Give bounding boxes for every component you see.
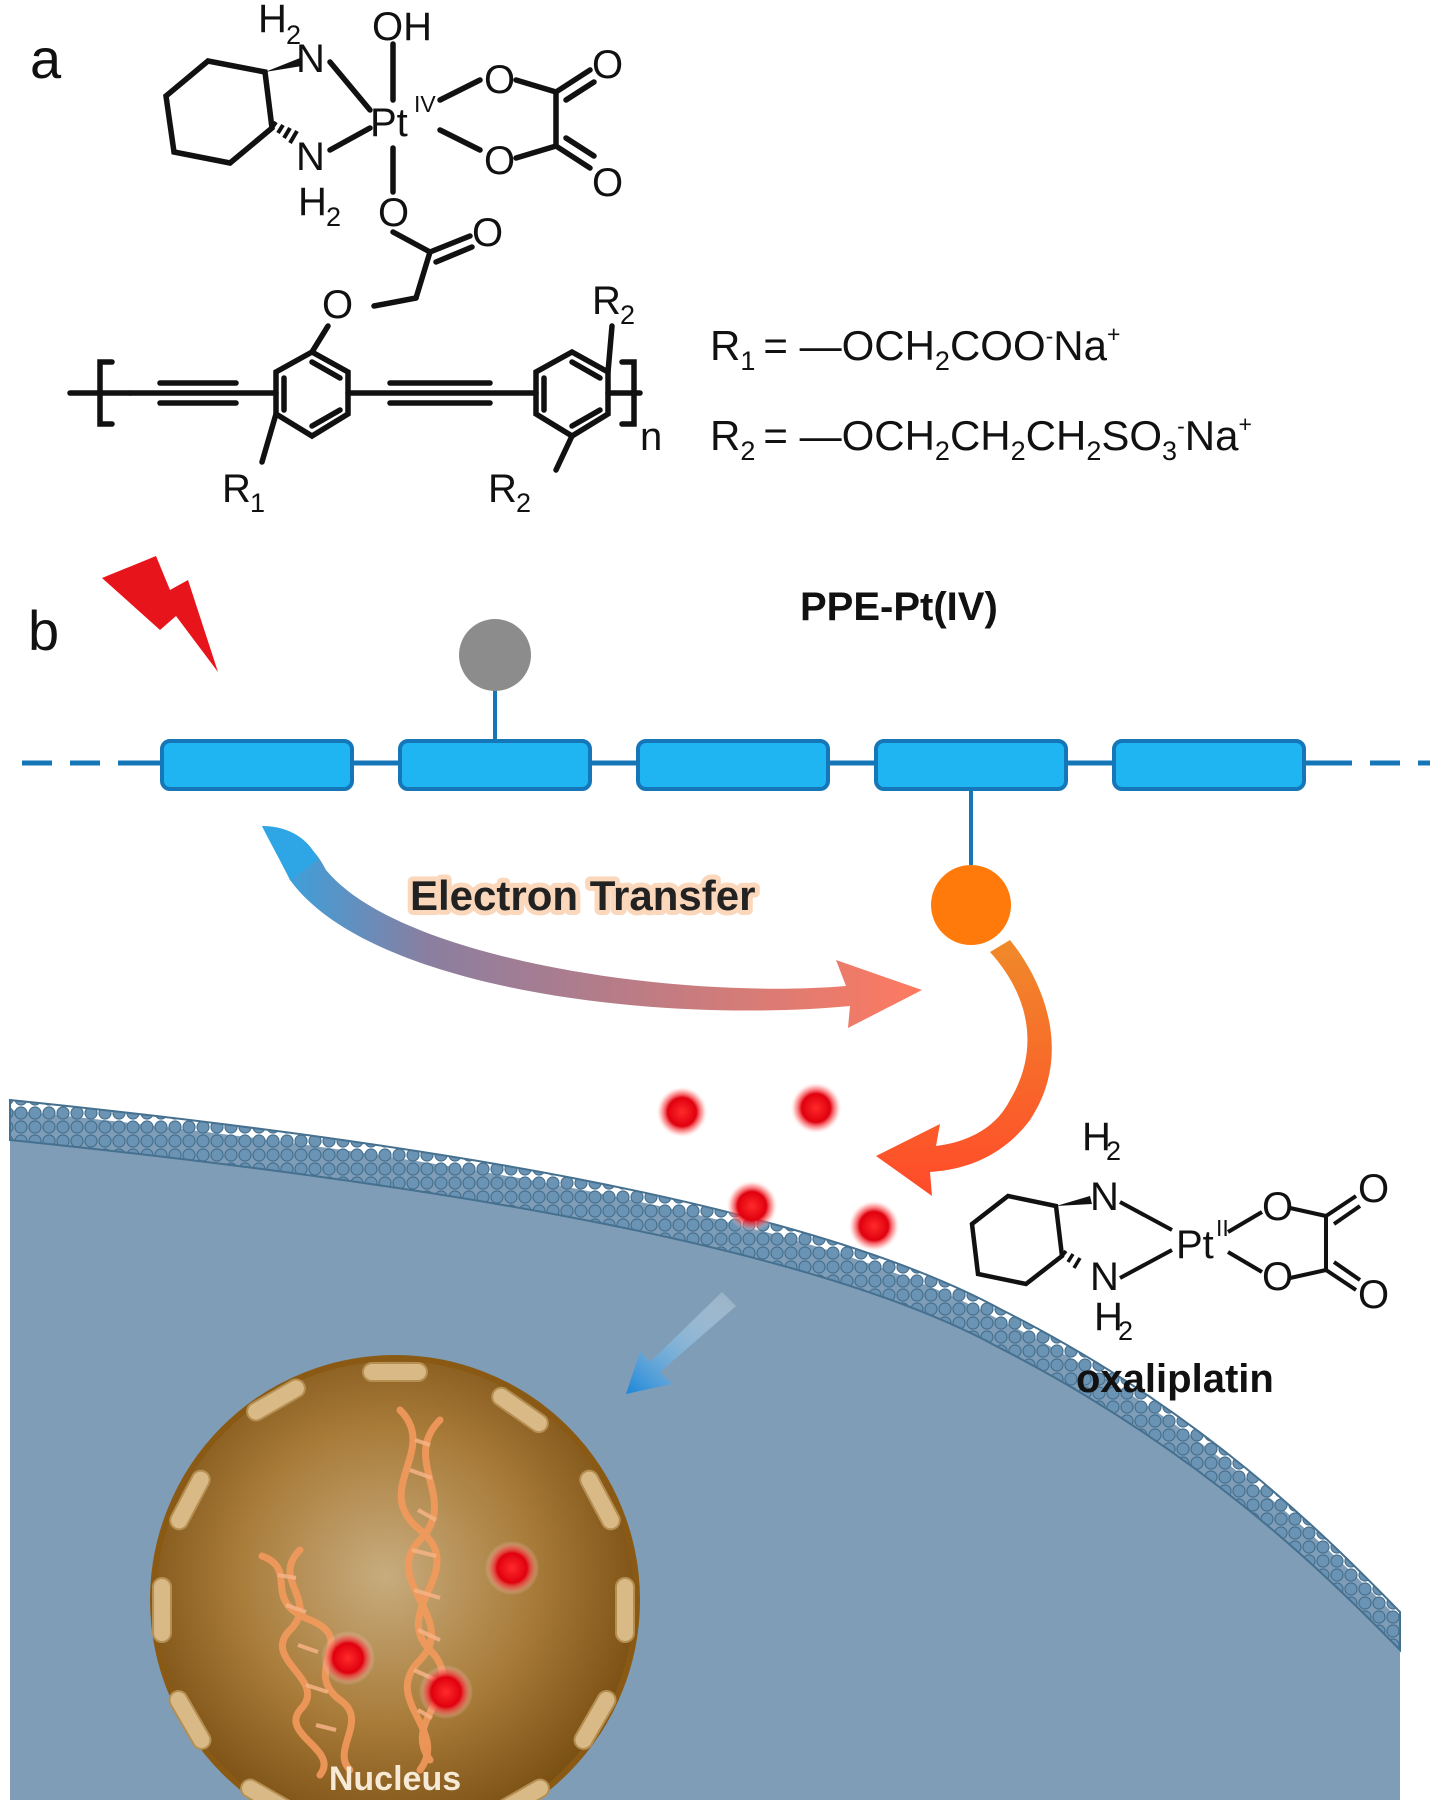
r2-index: 2 xyxy=(620,300,635,330)
atom-o: O xyxy=(484,58,515,102)
pt-oxidation: IV xyxy=(414,91,436,117)
oxaliplatin-structure: N H 2 N H 2 Pt II O O O O oxaliplatin xyxy=(969,1115,1389,1401)
substituent-r1: R xyxy=(222,467,251,511)
svg-text:Electron Transfer: Electron Transfer xyxy=(410,872,755,919)
nucleus-label: Nucleus xyxy=(329,1760,461,1798)
atom-n: N xyxy=(1090,1255,1119,1299)
drug-molecule xyxy=(485,1541,539,1595)
drug-molecule xyxy=(726,1180,778,1232)
polymer-unit xyxy=(636,739,830,791)
substituent-r2-lower: R xyxy=(488,467,517,511)
nucleus: Nucleus xyxy=(150,1355,640,1800)
atom-h-lower: H xyxy=(298,180,327,224)
polymer-chain xyxy=(22,619,1430,945)
atom-o: O xyxy=(1358,1167,1389,1211)
polymer-unit xyxy=(398,739,592,791)
polymer-label: PPE-Pt(IV) xyxy=(800,585,998,629)
atom-h-upper: H xyxy=(258,0,287,41)
atom-o: O xyxy=(1358,1273,1389,1317)
panel-label-a: a xyxy=(30,27,62,90)
sub-2: 2 xyxy=(286,20,301,50)
atom-h: H xyxy=(1082,1115,1111,1159)
drug-molecule xyxy=(656,1086,708,1138)
atom-o: O xyxy=(592,43,623,87)
ptiv-prodrug-structure: N H 2 N H 2 Pt IV OH O O O O O O O xyxy=(67,0,662,518)
polymer-unit xyxy=(874,739,1068,791)
atom-o: O xyxy=(472,211,503,255)
repeat-n: n xyxy=(640,415,662,459)
r-group-definitions: R1= —OCH2COO-Na+ R2= —OCH2CH2CH2SO3-Na+ xyxy=(710,321,1252,466)
r1-definition: R1= —OCH2COO-Na+ xyxy=(710,321,1120,376)
pendant-pt-iv xyxy=(931,865,1011,945)
sub-2: 2 xyxy=(1118,1316,1133,1346)
pendant-gray xyxy=(459,619,531,691)
atom-n-upper: N xyxy=(296,37,325,81)
atom-pt-ii: Pt xyxy=(1176,1223,1214,1267)
polymer-unit xyxy=(1112,739,1306,791)
atom-o: O xyxy=(322,283,353,327)
atom-h: H xyxy=(1094,1295,1123,1339)
atom-o: O xyxy=(1262,1255,1293,1299)
sub-2: 2 xyxy=(1106,1136,1121,1166)
oxaliplatin-label: oxaliplatin xyxy=(1076,1357,1274,1401)
uptake-arrow xyxy=(626,1292,736,1394)
atom-o: O xyxy=(592,161,623,205)
atom-o: O xyxy=(484,139,515,183)
electron-transfer-label: Electron Transfer xyxy=(410,872,755,919)
polymer-unit xyxy=(160,739,354,791)
sub-2: 2 xyxy=(326,202,341,232)
electron-transfer-label-group: Electron Transfer Electron Transfer xyxy=(405,867,760,924)
substituent-r2-upper: R xyxy=(592,279,621,323)
r2-index: 2 xyxy=(516,488,531,518)
drug-molecule xyxy=(419,1665,473,1719)
drug-molecule xyxy=(321,1631,375,1685)
electron-transfer-arrow xyxy=(262,826,922,1028)
panel-label-b: b xyxy=(28,599,59,662)
drug-molecule xyxy=(790,1082,842,1134)
atom-o: O xyxy=(378,191,409,235)
pt-oxidation-ii: II xyxy=(1216,1215,1229,1241)
r2-definition: R2= —OCH2CH2CH2SO3-Na+ xyxy=(710,411,1252,466)
atom-o: O xyxy=(1262,1185,1293,1229)
atom-n-lower: N xyxy=(296,135,325,179)
atom-oh: OH xyxy=(372,5,432,49)
cell-membrane xyxy=(9,1098,1401,1653)
release-arrow xyxy=(876,940,1052,1196)
drug-molecule xyxy=(848,1200,900,1252)
lightning-icon xyxy=(102,556,218,672)
r1-index: 1 xyxy=(250,488,265,518)
atom-n: N xyxy=(1090,1175,1119,1219)
atom-pt: Pt xyxy=(370,101,408,145)
